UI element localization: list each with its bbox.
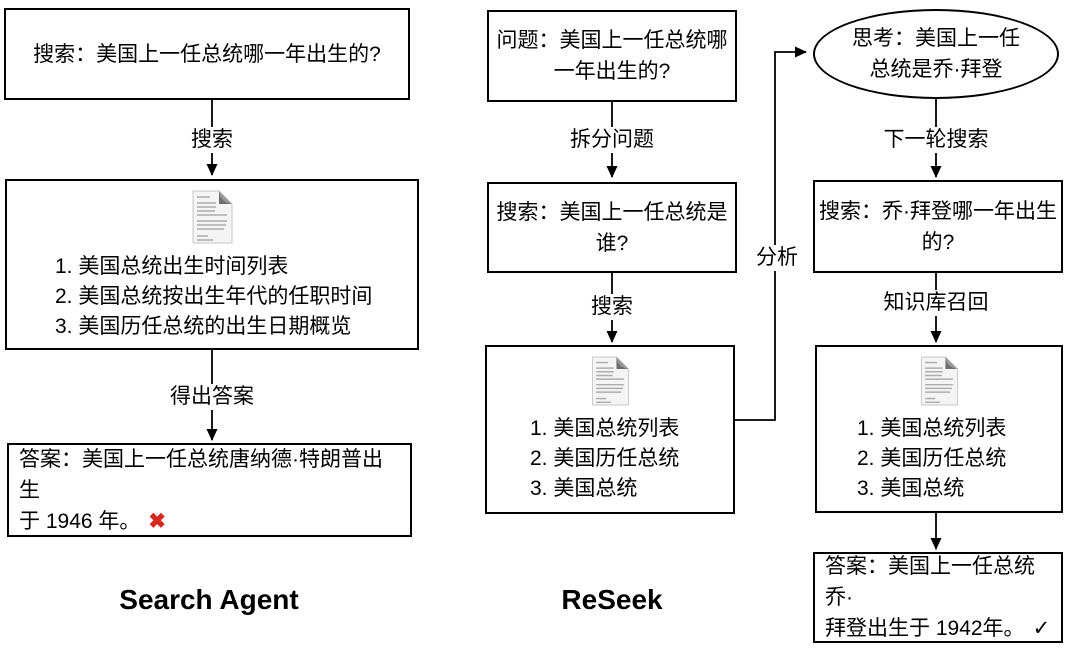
answer-text: 于 1946 年。 [19, 509, 141, 533]
result-item: 1. 美国总统列表 [857, 417, 1007, 440]
result-item: 3. 美国历任总统的出生日期概览 [55, 315, 352, 338]
result-item: 3. 美国总统 [857, 477, 965, 500]
reseek-answer-box: 答案：美国上一任总统乔· 拜登出生于 1942年。 ✓ [813, 552, 1063, 643]
wire-analyze-feedback [735, 46, 807, 421]
result-item: 1. 美国总统列表 [530, 417, 680, 440]
reseek-results2-box: 1. 美国总统列表 2. 美国历任总统 3. 美国总统 [815, 345, 1063, 513]
reseek-results-box: 1. 美国总统列表 2. 美国历任总统 3. 美国总统 [485, 345, 735, 514]
check-mark-icon: ✓ [1032, 617, 1051, 640]
search-agent-answer-box: 答案：美国上一任总统唐纳德·特朗普出生 于 1946 年。 ✖ [7, 443, 412, 537]
search-agent-title: Search Agent [119, 584, 299, 615]
result-item: 2. 美国历任总统 [530, 447, 680, 470]
question-line: 问题：美国上一任总统哪 [496, 29, 728, 52]
result-item: 2. 美国历任总统 [857, 447, 1007, 470]
reseek-arrow-label-recall: 知识库召回 [878, 290, 994, 316]
reseek-arrow-label-next-search: 下一轮搜索 [878, 127, 994, 153]
document-icon-wrap [817, 354, 1061, 408]
wrong-mark-icon: ✖ [148, 509, 166, 533]
reseek-result-list: 1. 美国总统列表 2. 美国历任总统 3. 美国总统 [487, 414, 733, 504]
document-icon-wrap [487, 354, 733, 408]
search-agent-arrow-label-answer: 得出答案 [165, 384, 259, 410]
reseek-analyze-label: 分析 [751, 245, 803, 271]
search-line: 搜索：美国上一任总统是 [496, 200, 728, 224]
search-agent-result-list: 1. 美国总统出生时间列表 2. 美国总统按出生年代的任职时间 3. 美国历任总… [7, 252, 417, 342]
search-line: 谁? [595, 231, 629, 255]
reseek-search-box: 搜索：美国上一任总统是 谁? [487, 182, 737, 273]
reseek-title: ReSeek [561, 584, 663, 615]
search-agent-query-text: 搜索：美国上一任总统哪一年出生的? [33, 42, 381, 66]
document-icon [192, 190, 233, 244]
search-agent-results-box: 1. 美国总统出生时间列表 2. 美国总统按出生年代的任职时间 3. 美国历任总… [5, 179, 419, 350]
reseek-search2-box: 搜索：乔·拜登哪一年出生 的? [813, 180, 1063, 273]
document-icon [592, 356, 629, 406]
search-line: 搜索：乔·拜登哪一年出生 [819, 199, 1057, 223]
result-item: 2. 美国总统按出生年代的任职时间 [55, 285, 373, 308]
search-agent-query-box: 搜索：美国上一任总统哪一年出生的? [4, 8, 410, 100]
answer-line: 拜登出生于 1942年。 ✓ [825, 613, 1051, 644]
answer-line: 于 1946 年。 ✖ [19, 506, 400, 537]
document-icon-wrap [7, 188, 417, 246]
search-line: 的? [921, 230, 955, 254]
answer-line: 答案：美国上一任总统唐纳德·特朗普出生 [19, 447, 383, 502]
reseek-think-ellipse: 思考：美国上一任 总统是乔·拜登 [813, 9, 1059, 99]
reseek-question-box: 问题：美国上一任总统哪 一年出生的? [487, 10, 737, 102]
reseek-arrow-label-split: 拆分问题 [565, 127, 659, 153]
answer-text: 拜登出生于 1942年。 [825, 617, 1025, 640]
result-item: 3. 美国总统 [530, 477, 638, 500]
answer-line: 答案：美国上一任总统乔· [825, 555, 1035, 609]
result-item: 1. 美国总统出生时间列表 [55, 255, 289, 278]
document-icon [921, 356, 958, 406]
search-agent-arrow-label-search: 搜索 [186, 127, 238, 153]
think-line: 思考：美国上一任 [852, 27, 1020, 50]
question-line: 一年出生的? [553, 60, 671, 83]
reseek-result2-list: 1. 美国总统列表 2. 美国历任总统 3. 美国总统 [817, 414, 1061, 504]
think-line: 总统是乔·拜登 [869, 58, 1003, 81]
reseek-arrow-label-search: 搜索 [586, 294, 638, 320]
